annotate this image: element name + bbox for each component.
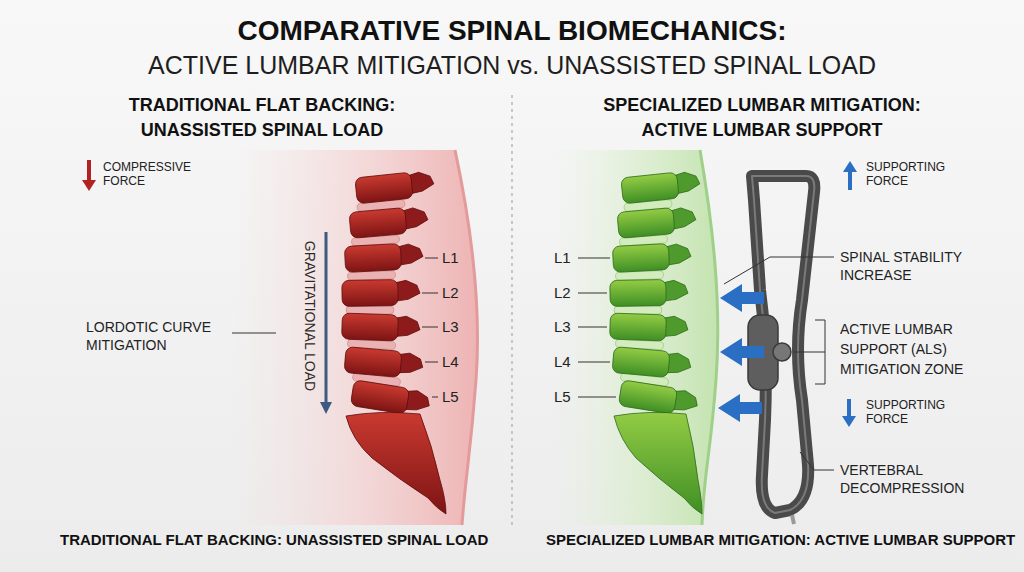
- support-arrow: [720, 284, 764, 312]
- leader-line: [422, 293, 438, 294]
- vertebra: [350, 380, 431, 418]
- leader-line: [422, 327, 438, 328]
- callout-label: ACTIVE LUMBAR SUPPORT (ALS) MITIGATION Z…: [840, 319, 990, 379]
- gravity-arrow: [320, 232, 332, 414]
- callout-label: LORDOTIC CURVE MITIGATION: [86, 318, 236, 354]
- load-label: GRAVITATIONAL LOAD: [302, 226, 318, 406]
- vertebra-label: L5: [442, 389, 472, 405]
- callout-label: SPINAL STABILITY INCREASE: [840, 248, 980, 284]
- leader-line: [800, 452, 834, 470]
- arrow-shaft: [847, 399, 851, 418]
- title: COMPARATIVE SPINAL BIOMECHANICS:: [0, 14, 1024, 48]
- vertebra-label: L2: [554, 285, 578, 301]
- vertebra: [342, 279, 420, 306]
- vertebra-label: L5: [554, 389, 578, 405]
- leader-line: [432, 397, 438, 398]
- disc: [614, 306, 662, 314]
- panel-heading: TRADITIONAL FLAT BACKING: UNASSISTED SPI…: [112, 93, 412, 143]
- vertebra: [610, 279, 688, 306]
- vertebra: [610, 313, 689, 342]
- frame-post: [792, 515, 794, 524]
- subtitle: ACTIVE LUMBAR MITIGATION vs. UNASSISTED …: [0, 50, 1024, 80]
- leader-line: [578, 293, 607, 294]
- vertebra-label: L3: [442, 319, 472, 335]
- compressive-arrow: [82, 160, 96, 191]
- vertebra: [349, 206, 429, 239]
- arrow-head: [82, 180, 96, 191]
- callout-label: VERTEBRAL DECOMPRESSION: [840, 461, 980, 497]
- vertebra: [344, 242, 423, 272]
- force-label: COMPRESSIVE FORCE: [103, 160, 198, 188]
- arrow-head: [843, 161, 857, 172]
- leader-line: [724, 257, 834, 284]
- leader-lines: [232, 258, 438, 397]
- arrow-head: [320, 402, 332, 414]
- vertebra-label: L4: [554, 354, 578, 370]
- vertebra: [342, 313, 421, 342]
- callout-leaders: [724, 257, 834, 470]
- force-arrow-down: [842, 399, 856, 427]
- vertebra: [355, 170, 435, 204]
- force-label: SUPPORTING FORCE: [866, 160, 958, 188]
- body-region: [233, 150, 478, 525]
- vertebra-label: L2: [442, 285, 472, 301]
- spine-green: [610, 170, 702, 514]
- back-outline: [455, 150, 478, 525]
- sacrum: [614, 412, 702, 514]
- vertebra: [344, 347, 424, 380]
- back-outline: [700, 150, 718, 525]
- leader-line: [232, 333, 276, 334]
- force-label: SUPPORTING FORCE: [866, 398, 958, 426]
- sacrum: [346, 412, 446, 514]
- leader-line: [578, 397, 616, 398]
- body-region: [549, 150, 718, 525]
- leader-line: [578, 327, 607, 328]
- vertebra: [612, 347, 692, 380]
- arrow-head: [842, 416, 856, 427]
- arrow-shaft: [87, 160, 91, 182]
- support-arrows: [718, 284, 764, 422]
- vertebra-label: L4: [442, 354, 472, 370]
- leader-line: [794, 352, 825, 353]
- leader-line: [425, 362, 438, 363]
- leader-line: [578, 258, 610, 259]
- support-arrow: [720, 338, 764, 366]
- disc: [346, 306, 394, 314]
- arrow-shaft: [325, 232, 328, 404]
- panel-heading: SPECIALIZED LUMBAR MITIGATION: ACTIVE LU…: [597, 93, 927, 143]
- adjust-knob: [773, 343, 791, 361]
- vertebra-label: L1: [554, 250, 578, 266]
- panel-divider: [511, 95, 512, 526]
- panel-caption: SPECIALIZED LUMBAR MITIGATION: ACTIVE LU…: [546, 531, 1016, 549]
- panel-caption: TRADITIONAL FLAT BACKING: UNASSISTED SPI…: [60, 531, 505, 549]
- spine-red: [342, 170, 446, 514]
- leader-line: [578, 362, 610, 363]
- force-arrow-up: [843, 161, 857, 190]
- arrow-shaft: [848, 170, 852, 190]
- vertebra: [621, 170, 701, 204]
- support-arrow: [718, 394, 762, 422]
- vertebra-label: L3: [554, 319, 578, 335]
- vertebra: [612, 242, 691, 272]
- leader-line: [425, 258, 438, 259]
- vertebra-label: L1: [442, 250, 472, 266]
- vertebra: [617, 206, 697, 239]
- leader-lines: [578, 258, 616, 397]
- vertebra: [618, 380, 699, 418]
